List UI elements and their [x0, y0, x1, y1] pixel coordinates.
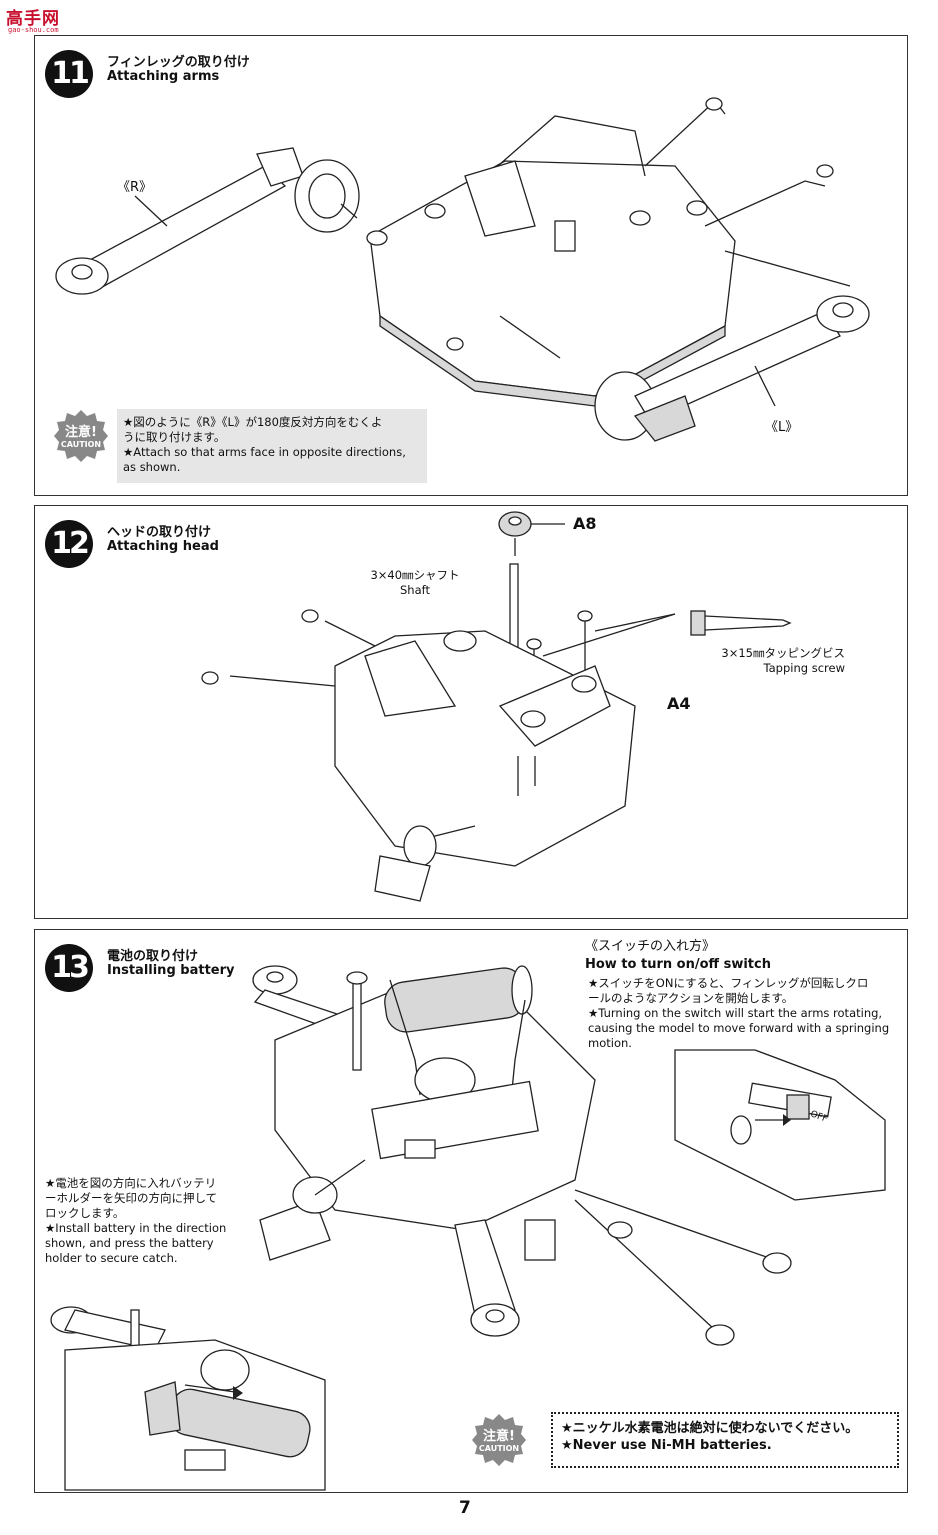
step-11-number: 11	[45, 50, 93, 98]
step-11-illustration	[55, 97, 870, 442]
part-label-a8: A8	[573, 514, 597, 533]
caution-badge-13: 注意! CAUTION	[471, 1412, 527, 1468]
battery-instructions: ★電池を図の方向に入れバッテリ ーホルダーを矢印の方向に押して ロックします。 …	[45, 1176, 226, 1266]
caution-line: ★ニッケル水素電池は絶対に使わないでください。	[561, 1421, 859, 1436]
battery-line: ★電池を図の方向に入れバッテリ	[45, 1176, 217, 1190]
step-13-title-jp: 電池の取り付け	[107, 949, 199, 964]
switch-instructions: 《スイッチの入れ方》 How to turn on/off switch ★スイ…	[585, 938, 889, 1051]
battery-line: ★Install battery in the direction	[45, 1221, 227, 1235]
caution-line: ★Never use Ni-MH batteries.	[561, 1438, 772, 1453]
caution-badge-11: 注意! CAUTION	[53, 408, 109, 464]
step-11-title-jp: フィンレッグの取り付け	[107, 55, 250, 70]
caution-badge-en: CAUTION	[478, 1444, 520, 1453]
step-12-number: 12	[45, 520, 93, 568]
shaft-label-en: Shaft	[400, 583, 430, 597]
step-11-title-en: Attaching arms	[107, 69, 220, 84]
caution-badge-jp: 注意!	[483, 1429, 515, 1444]
battery-line: shown, and press the battery	[45, 1236, 214, 1250]
step-13-number: 13	[45, 944, 93, 992]
step-12-title-en: Attaching head	[107, 539, 219, 554]
step-13-title-en: Installing battery	[107, 963, 235, 978]
shaft-label-jp: 3×40㎜シャフト	[370, 568, 460, 582]
logo-url: gao-shou.com	[8, 26, 59, 34]
switch-heading-en: How to turn on/off switch	[585, 957, 771, 972]
caution-line: ★図のように《R》《L》が180度反対方向をむくよ	[123, 415, 383, 429]
part-label-a4: A4	[667, 694, 691, 713]
caution-icon	[472, 1414, 526, 1466]
battery-line: ロックします。	[45, 1206, 125, 1220]
step-13-illustration	[50, 965, 886, 1491]
caution-badge-en: CAUTION	[60, 440, 102, 449]
page-number: 7	[459, 1498, 471, 1518]
caution-line: うに取り付けます。	[123, 430, 226, 444]
step-12-title-jp: ヘッドの取り付け	[107, 525, 212, 540]
switch-heading-jp: 《スイッチの入れ方》	[585, 939, 716, 954]
battery-line: ーホルダーを矢印の方向に押して	[45, 1191, 218, 1205]
logo-text: 高手网	[6, 9, 60, 29]
arm-label-l: 《L》	[765, 420, 799, 435]
caution-icon	[54, 410, 108, 462]
battery-line: holder to secure catch.	[45, 1251, 178, 1265]
caution-badge-jp: 注意!	[65, 425, 97, 440]
caution-line: ★Attach so that arms face in opposite di…	[123, 445, 406, 459]
step-12-panel: 12 ヘッドの取り付け Attaching head A8 A4 3×40㎜シャ…	[34, 505, 908, 919]
caution-line: as shown.	[123, 460, 181, 474]
screw-label: 3×15㎜タッピングビス Tapping screw	[685, 646, 845, 676]
switch-line: causing the model to move forward with a…	[588, 1021, 890, 1035]
screw-label-en: Tapping screw	[763, 661, 845, 675]
step-13-panel: 13 電池の取り付け Installing battery OFF ★電池を図の…	[34, 929, 908, 1493]
switch-line: motion.	[588, 1036, 632, 1050]
switch-line: ★Turning on the switch will start the ar…	[588, 1006, 883, 1020]
shaft-label: 3×40㎜シャフト Shaft	[345, 568, 485, 598]
screw-label-jp: 3×15㎜タッピングビス	[721, 646, 845, 660]
arm-label-r: 《R》	[117, 180, 153, 195]
switch-line: ールのようなアクションを開始します。	[588, 991, 794, 1005]
switch-line: ★スイッチをONにすると、フィンレッグが回転しクロ	[588, 976, 869, 990]
caution-text-13: ★ニッケル水素電池は絶対に使わないでください。 ★Never use Ni-MH…	[551, 1412, 899, 1468]
step-12-illustration	[201, 511, 792, 902]
site-logo: 高手网 gao-shou.com	[4, 4, 84, 34]
caution-text-11: ★図のように《R》《L》が180度反対方向をむくよ うに取り付けます。 ★Att…	[117, 409, 427, 483]
step-11-panel: 11 フィンレッグの取り付け Attaching arms 《R》 《L》 注意…	[34, 35, 908, 496]
